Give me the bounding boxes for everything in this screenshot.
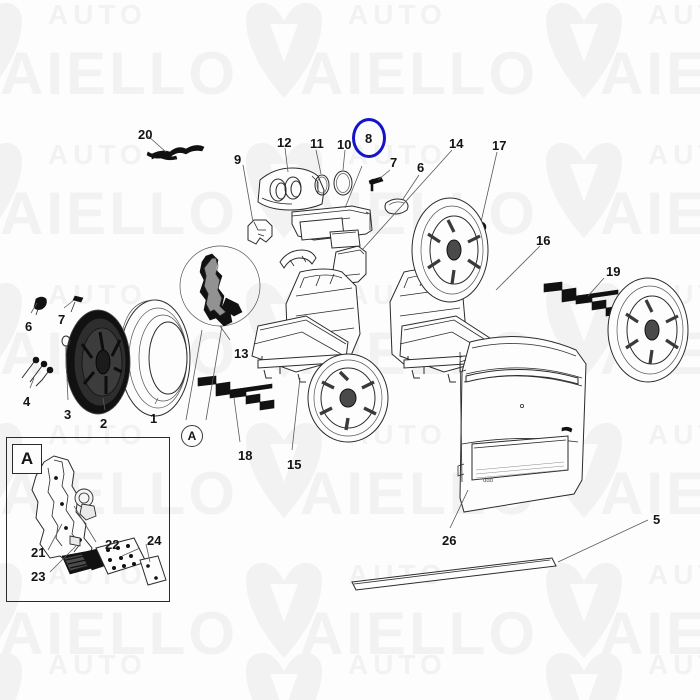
part-label-10[interactable]: 10 xyxy=(337,137,352,152)
part-label-6b[interactable]: 6 xyxy=(417,160,425,175)
part-2-alloy-wheel xyxy=(65,309,131,415)
part-label-24[interactable]: 24 xyxy=(147,533,162,548)
leader-13b xyxy=(205,325,223,421)
part-trim-bracket-a xyxy=(279,249,317,269)
leader-24b xyxy=(145,543,151,563)
leader-callout-a xyxy=(185,329,203,421)
leader-22 xyxy=(73,505,97,543)
leader-6 xyxy=(30,302,38,314)
leader-24a xyxy=(121,547,141,557)
wheel-front-lower xyxy=(307,353,389,443)
part-20-interior-clip xyxy=(146,145,205,161)
leader-21 xyxy=(47,523,63,551)
part-label-14[interactable]: 14 xyxy=(449,136,464,151)
part-6-valve-stem xyxy=(33,296,47,316)
part-label-7b[interactable]: 7 xyxy=(390,155,398,170)
part-5-trim-strip xyxy=(351,557,557,591)
part-label-20[interactable]: 20 xyxy=(138,127,153,142)
part-label-6[interactable]: 6 xyxy=(25,319,33,334)
leader-11 xyxy=(315,149,322,175)
part-label-7[interactable]: 7 xyxy=(58,312,66,327)
part-label-21[interactable]: 21 xyxy=(31,545,46,560)
part-label-19[interactable]: 19 xyxy=(606,264,621,279)
leader-1 xyxy=(154,397,159,405)
leader-5 xyxy=(557,519,649,563)
detail-callout-a-main[interactable]: A xyxy=(181,425,203,447)
part-label-17[interactable]: 17 xyxy=(492,138,507,153)
part-label-8[interactable]: 8 xyxy=(365,131,373,146)
leader-10 xyxy=(342,149,346,171)
part-19-seat-rail xyxy=(543,281,621,317)
part-label-16[interactable]: 16 xyxy=(536,233,551,248)
detail-view-a-box xyxy=(6,437,170,602)
part-label-11[interactable]: 11 xyxy=(310,136,324,151)
part-13-detail-circle xyxy=(179,245,261,327)
part-label-12[interactable]: 12 xyxy=(277,135,292,150)
leader-23 xyxy=(49,545,77,573)
leader-6b xyxy=(402,174,420,200)
part-4-stud-set xyxy=(21,356,54,387)
part-label-22[interactable]: 22 xyxy=(105,537,120,552)
highlight-ring-part-8 xyxy=(352,118,386,158)
leader-14 xyxy=(361,149,453,251)
part-1-tire xyxy=(119,299,191,417)
part-label-15[interactable]: 15 xyxy=(287,457,302,472)
part-10-gauge-ring-large xyxy=(333,170,353,196)
svg-text:ddd: ddd xyxy=(483,478,493,484)
inset-pedal-assembly xyxy=(31,455,167,586)
leader-4 xyxy=(29,377,35,389)
leader-7 xyxy=(63,299,75,309)
part-label-26[interactable]: 26 xyxy=(442,533,457,548)
part-26-bonnet-panel: ddd xyxy=(457,336,587,513)
part-label-2[interactable]: 2 xyxy=(100,416,108,431)
leader-3 xyxy=(65,355,69,401)
leader-2 xyxy=(102,397,106,411)
part-18-seat-rail xyxy=(197,375,275,411)
part-label-3[interactable]: 3 xyxy=(64,407,72,422)
leader-20 xyxy=(147,135,167,153)
wheel-rear-upper xyxy=(411,197,489,303)
part-7-small-screw-2 xyxy=(370,182,374,192)
part-label-13[interactable]: 13 xyxy=(234,346,249,361)
leader-8 xyxy=(344,165,363,209)
leader-7b xyxy=(377,169,391,181)
detail-view-a-tag: A xyxy=(12,444,42,474)
part-label-4[interactable]: 4 xyxy=(23,394,31,409)
leader-16 xyxy=(495,245,541,291)
part-6-grommet xyxy=(384,198,409,215)
wheel-spare-right xyxy=(607,277,689,383)
part-label-9[interactable]: 9 xyxy=(234,152,242,167)
leader-17 xyxy=(480,151,498,223)
part-7-screw xyxy=(70,295,84,313)
part-label-23[interactable]: 23 xyxy=(31,569,46,584)
part-12-instrument-cluster xyxy=(257,167,325,211)
part-trim-bracket-b xyxy=(329,229,361,249)
part-9-console-bracket xyxy=(247,219,273,245)
part-label-1[interactable]: 1 xyxy=(150,411,158,426)
leader-18 xyxy=(233,397,241,443)
part-label-5[interactable]: 5 xyxy=(653,512,661,527)
leader-26 xyxy=(449,489,469,529)
leader-9 xyxy=(242,164,254,223)
part-label-18[interactable]: 18 xyxy=(238,448,253,463)
part-3-wheel-bolt xyxy=(61,335,71,356)
leader-15 xyxy=(291,377,301,451)
